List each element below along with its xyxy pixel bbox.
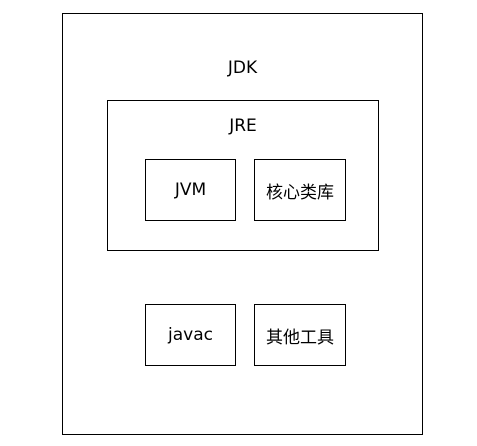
other-tools-label: 其他工具 [266, 327, 334, 348]
jre-label: JRE [229, 116, 257, 136]
javac-label: javac [168, 325, 213, 345]
other-tools-box: 其他工具 [254, 304, 346, 366]
javac-box: javac [145, 304, 236, 366]
jvm-box: JVM [145, 159, 236, 221]
jvm-label: JVM [174, 180, 207, 200]
core-library-box: 核心类库 [254, 159, 346, 221]
core-library-label: 核心类库 [266, 182, 334, 203]
jdk-label: JDK [227, 58, 258, 78]
